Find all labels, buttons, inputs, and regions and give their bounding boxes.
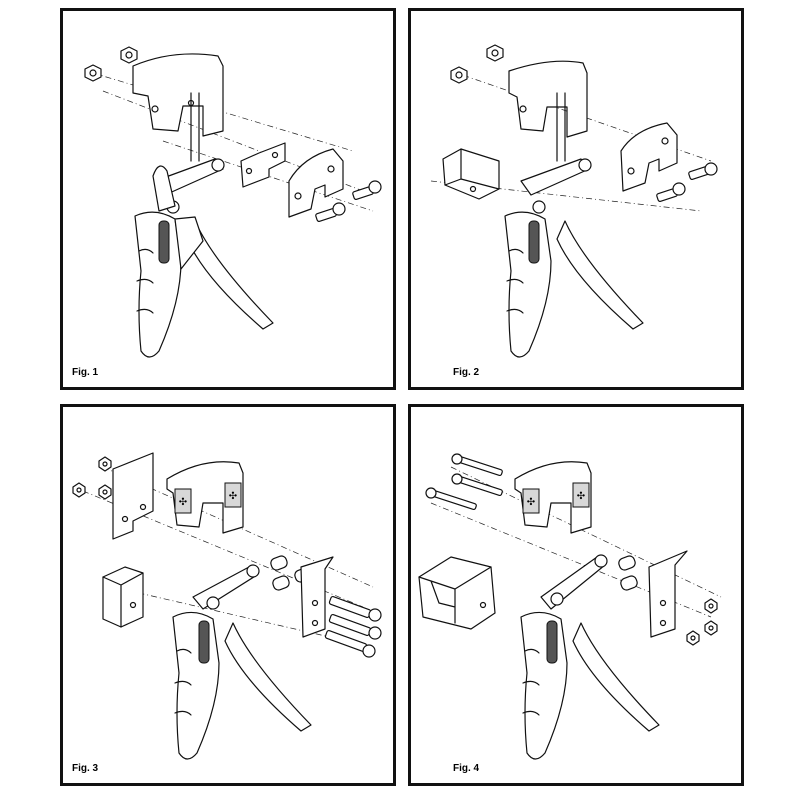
hex-nut-icon: [686, 598, 718, 646]
svg-text:✣: ✣: [229, 491, 237, 502]
figure-1-label: Fig. 1: [72, 367, 99, 378]
figure-2-drawing: Fig. 2: [430, 44, 718, 378]
assembly-axis-lines: [430, 70, 712, 212]
crimping-tool-head: ✣ ✣: [514, 461, 592, 534]
svg-text:✣: ✣: [577, 491, 585, 502]
u-bracket: [442, 148, 500, 200]
figure-4-panel: ✣ ✣: [408, 404, 744, 786]
die-plate-small: [240, 142, 286, 188]
side-plate-right: [300, 556, 334, 638]
spacer-sleeve: [618, 555, 638, 591]
crimping-tool-head: ✣ ✣: [166, 461, 244, 534]
side-plate-left: [112, 452, 154, 540]
figure-4-drawing: ✣ ✣: [418, 453, 722, 774]
die-block: [102, 566, 144, 628]
figure-2-panel: Fig. 2: [408, 8, 744, 390]
handle-grip: [504, 211, 552, 358]
handle-lever: [572, 622, 660, 732]
long-pin-icon: [425, 453, 503, 511]
figure-3-label: Fig. 3: [72, 763, 99, 774]
svg-text:✣: ✣: [179, 497, 187, 508]
toggle-linkage: [520, 158, 592, 214]
screw-icon: [656, 162, 718, 202]
handle-grip: [172, 611, 220, 760]
handle-lever: [556, 220, 644, 330]
figure-3-drawing: ✣ ✣: [72, 452, 382, 774]
side-plate-right: [648, 550, 688, 638]
die-holder-block: [418, 556, 496, 630]
toggle-linkage: [152, 158, 225, 214]
hex-nut-icon: [450, 44, 504, 84]
handle-lever: [174, 216, 274, 330]
figure-2-label: Fig. 2: [453, 367, 480, 378]
bolt-icon: [324, 596, 382, 658]
figure-1-drawing: Fig. 1: [72, 46, 382, 378]
toggle-linkage: [192, 564, 260, 610]
handle-lever: [224, 622, 312, 732]
toggle-linkage: [540, 554, 608, 610]
die-plate-large: [620, 122, 678, 192]
figure-1-panel: Fig. 1: [60, 8, 396, 390]
figure-4-label: Fig. 4: [453, 763, 480, 774]
crimping-tool-head: [132, 53, 224, 162]
svg-text:✣: ✣: [527, 497, 535, 508]
die-plate-large: [288, 148, 344, 218]
hex-nut-icon: [84, 46, 138, 82]
screw-icon: [315, 180, 382, 222]
crimping-tool-head: [508, 60, 588, 162]
handle-grip: [520, 611, 568, 760]
handle-grip: [134, 211, 182, 358]
figure-3-panel: ✣ ✣: [60, 404, 396, 786]
